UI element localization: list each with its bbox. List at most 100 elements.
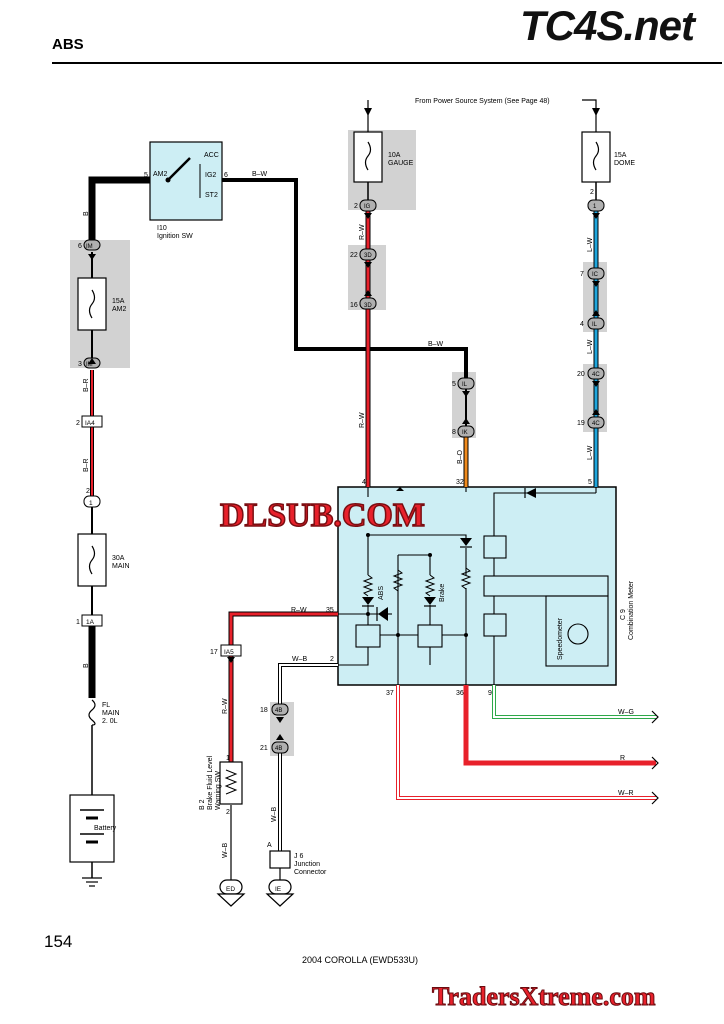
wire-rw-left: [229, 612, 338, 645]
svg-text:4: 4: [362, 479, 366, 486]
wire-bw: [206, 178, 468, 378]
brake-fluid-switch: [219, 761, 243, 805]
svg-text:21: 21: [260, 745, 268, 752]
wire-b-ign: [88, 176, 150, 248]
brand-logo: TC4S.net: [520, 2, 695, 49]
svg-text:MAIN: MAIN: [112, 563, 130, 570]
svg-text:ABS: ABS: [378, 586, 385, 600]
svg-text:L–W: L–W: [587, 339, 594, 354]
svg-text:2: 2: [590, 189, 594, 196]
svg-text:IM: IM: [86, 362, 93, 368]
svg-text:IG: IG: [364, 204, 371, 210]
svg-text:19: 19: [577, 420, 585, 427]
combination-meter-box: [337, 486, 617, 686]
svg-text:FL: FL: [102, 702, 110, 709]
svg-text:R: R: [620, 755, 625, 762]
svg-text:B 2: B 2: [199, 799, 206, 810]
svg-text:C 9: C 9: [620, 609, 627, 620]
svg-text:B–R: B–R: [83, 378, 90, 392]
svg-text:AM2: AM2: [112, 306, 127, 313]
watermark-bottom: TradersXtreme.com: [432, 982, 657, 1012]
svg-text:36: 36: [456, 690, 464, 697]
section-title: ABS: [52, 36, 84, 53]
svg-text:IE: IE: [275, 886, 282, 893]
svg-text:B–W: B–W: [428, 341, 444, 348]
svg-text:IK: IK: [462, 430, 468, 436]
svg-text:2: 2: [226, 809, 230, 816]
svg-text:W–R: W–R: [618, 790, 634, 797]
svg-text:10A: 10A: [388, 152, 401, 159]
svg-text:R–W: R–W: [359, 412, 366, 428]
svg-text:1: 1: [89, 500, 93, 507]
svg-text:Brake Fluid Level: Brake Fluid Level: [207, 755, 214, 810]
svg-text:ACC: ACC: [204, 152, 219, 159]
svg-text:B: B: [83, 663, 90, 668]
wire-wg-out: [493, 685, 656, 718]
svg-text:R–W: R–W: [291, 607, 307, 614]
svg-text:15A: 15A: [112, 298, 125, 305]
svg-text:W–B: W–B: [222, 843, 229, 859]
svg-text:IL: IL: [592, 322, 598, 328]
svg-text:IC: IC: [592, 272, 599, 278]
watermark-mid: DLSUB.COM: [220, 497, 425, 534]
svg-text:B–O: B–O: [457, 449, 464, 464]
svg-text:IA5: IA5: [224, 649, 234, 656]
svg-text:ED: ED: [226, 886, 235, 893]
svg-text:17: 17: [210, 649, 218, 656]
wire-wr-out-outer: [396, 685, 656, 800]
wire-wr-out: [397, 685, 656, 799]
junction-connector-box: [269, 850, 291, 869]
source-note: From Power Source System (See Page 48): [415, 98, 550, 105]
svg-text:4B: 4B: [275, 708, 282, 714]
svg-text:4C: 4C: [592, 372, 600, 378]
svg-text:2: 2: [86, 488, 90, 495]
svg-text:32: 32: [456, 479, 464, 486]
svg-text:3D: 3D: [364, 303, 372, 309]
wire-rw-left-outer: [228, 611, 338, 645]
battery-label: Battery: [94, 825, 117, 832]
svg-text:MAIN: MAIN: [102, 710, 120, 717]
svg-text:3: 3: [78, 361, 82, 368]
svg-text:7: 7: [580, 271, 584, 278]
svg-text:IM: IM: [86, 244, 93, 250]
svg-text:Warning SW: Warning SW: [215, 771, 222, 810]
svg-text:R–W: R–W: [359, 224, 366, 240]
svg-text:W–B: W–B: [292, 656, 308, 663]
svg-text:30A: 30A: [112, 555, 125, 562]
ignition-switch: [149, 141, 223, 221]
fuses: [77, 131, 611, 587]
svg-text:5: 5: [588, 479, 592, 486]
svg-text:2: 2: [354, 203, 358, 210]
grounds: [82, 877, 295, 907]
svg-text:Brake: Brake: [439, 584, 446, 602]
svg-text:GAUGE: GAUGE: [388, 160, 414, 167]
svg-text:5: 5: [144, 172, 148, 179]
svg-text:3D: 3D: [364, 253, 372, 259]
svg-text:B: B: [83, 211, 90, 216]
svg-text:A: A: [267, 842, 272, 849]
svg-text:W–B: W–B: [271, 807, 278, 823]
svg-text:2: 2: [76, 420, 80, 427]
svg-text:L–W: L–W: [587, 237, 594, 252]
svg-text:35: 35: [326, 607, 334, 614]
svg-text:2: 2: [330, 656, 334, 663]
svg-text:6: 6: [78, 243, 82, 250]
header-rule: [52, 62, 722, 64]
svg-text:IL: IL: [462, 382, 468, 388]
svg-text:1: 1: [226, 755, 230, 762]
svg-text:20: 20: [577, 371, 585, 378]
svg-text:4C: 4C: [592, 421, 600, 427]
svg-text:ST2: ST2: [205, 192, 218, 199]
svg-text:J 6: J 6: [294, 853, 303, 860]
ignition-name: Ignition SW: [157, 233, 193, 240]
svg-text:DOME: DOME: [614, 160, 635, 167]
svg-text:W–G: W–G: [618, 709, 634, 716]
svg-text:9: 9: [488, 690, 492, 697]
svg-text:Connector: Connector: [294, 869, 327, 876]
svg-text:1: 1: [593, 204, 597, 210]
svg-text:R–W: R–W: [222, 698, 229, 714]
svg-text:B–R: B–R: [83, 458, 90, 472]
svg-text:AM2: AM2: [153, 171, 168, 178]
svg-text:4: 4: [580, 321, 584, 328]
